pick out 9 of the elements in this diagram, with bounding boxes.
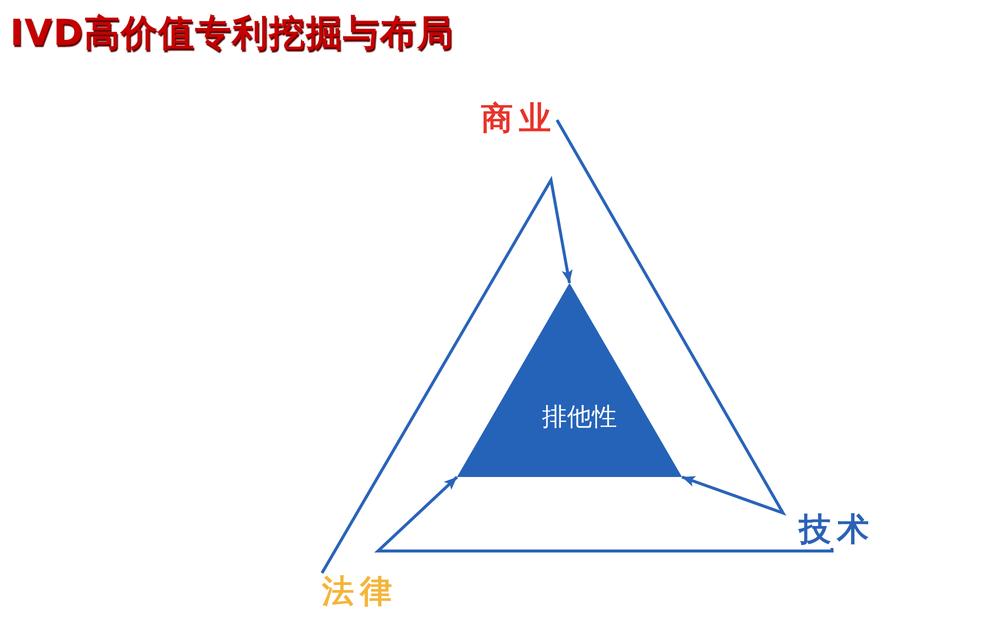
triangle-label: 排他性 (542, 402, 617, 432)
arrow (320, 176, 573, 574)
category-label: 技术 (799, 511, 875, 548)
triangle (457, 283, 682, 477)
arrow (374, 476, 834, 552)
category-label: 法律 (322, 573, 398, 610)
title: IVD高价值专利挖掘与布局 (10, 14, 454, 54)
category-label: 商业 (481, 100, 557, 137)
arrow (556, 118, 786, 516)
